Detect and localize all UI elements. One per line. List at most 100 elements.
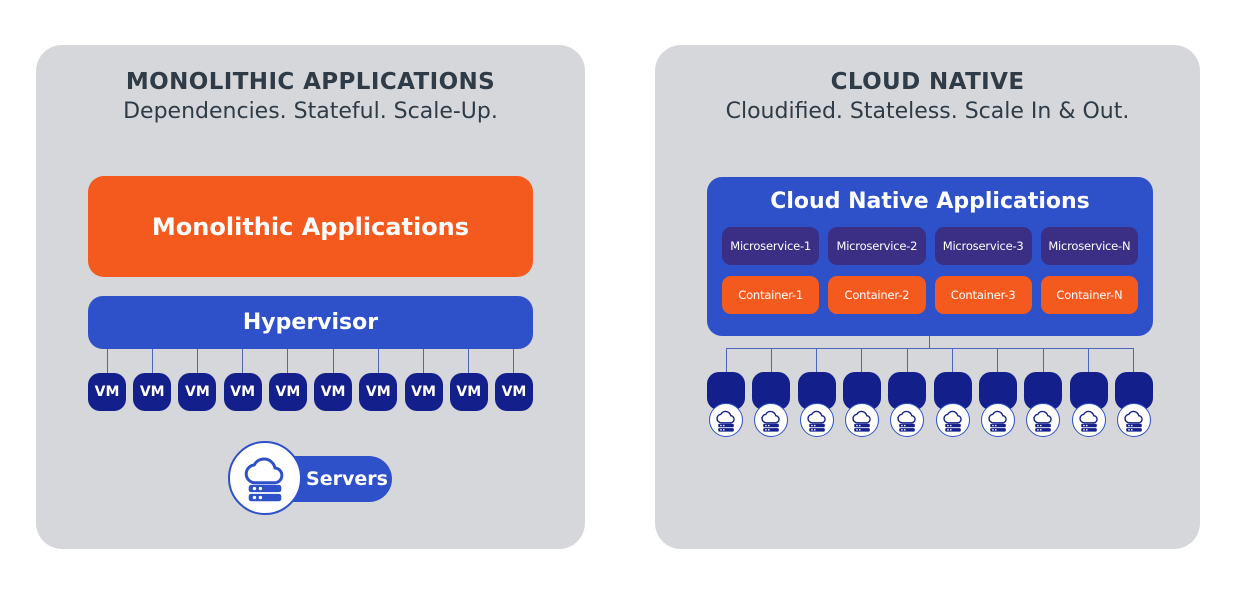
server-node: [752, 348, 791, 438]
vm-label: VM: [230, 384, 256, 400]
server-node: [842, 348, 881, 438]
microservices-row: Microservice-1 Microservice-2 Microservi…: [722, 227, 1138, 265]
cloud-server-icon: [1116, 403, 1151, 437]
connector-line: [816, 348, 818, 372]
server-node: [1024, 348, 1063, 438]
connector-line: [106, 349, 108, 373]
vm-box: VM: [314, 373, 353, 411]
hypervisor-label: Hypervisor: [242, 310, 379, 335]
connector-line: [906, 348, 908, 372]
microservice-box: Microservice-3: [934, 227, 1032, 265]
vm-label: VM: [320, 384, 346, 400]
vm-row: VM VM VM VM VM VM VM: [88, 349, 533, 411]
cloud-server-icon: [844, 403, 879, 437]
monolithic-applications-box: Monolithic Applications: [88, 176, 533, 277]
connector-line: [242, 349, 244, 373]
connector-line: [287, 349, 289, 373]
container-label: Container-2: [844, 288, 910, 302]
server-node: [1069, 348, 1108, 438]
vm-label: VM: [456, 384, 482, 400]
microservice-box: Microservice-2: [828, 227, 926, 265]
vm-node: VM: [88, 349, 126, 411]
connector-line: [929, 336, 930, 348]
vm-box: VM: [359, 373, 398, 411]
container-label: Container-3: [950, 288, 1016, 302]
microservice-box: Microservice-1: [722, 227, 820, 265]
cloud-server-icon: [1071, 403, 1106, 437]
microservice-box: Microservice-N: [1040, 227, 1138, 265]
server-node: [1114, 348, 1153, 438]
connector-line: [196, 349, 198, 373]
vm-label: VM: [275, 384, 301, 400]
cloud-server-icon: [890, 403, 925, 437]
monolithic-subtitle: Dependencies. Stateful. Scale-Up.: [123, 99, 498, 124]
vm-label: VM: [365, 384, 391, 400]
connector-line: [332, 349, 334, 373]
connector-line: [1042, 348, 1044, 372]
vm-node: VM: [494, 349, 533, 411]
container-box: Container-2: [828, 276, 926, 314]
cloud-server-icon: [754, 403, 789, 437]
connector-line: [423, 349, 425, 373]
server-node: [797, 348, 836, 438]
connector-line: [726, 348, 1134, 349]
container-box: Container-3: [934, 276, 1032, 314]
server-node: [978, 348, 1017, 438]
server-node: [707, 348, 745, 438]
vm-node: VM: [359, 349, 398, 411]
monolithic-title: MONOLITHIC APPLICATIONS: [125, 69, 496, 95]
vm-box: VM: [404, 373, 443, 411]
vm-box: VM: [449, 373, 488, 411]
cloud-native-subtitle: Cloudified. Stateless. Scale In & Out.: [725, 99, 1130, 124]
vm-node: VM: [404, 349, 443, 411]
connector-line: [1088, 348, 1090, 372]
vm-box: VM: [133, 373, 172, 411]
cloud-native-title: CLOUD NATIVE: [830, 69, 1025, 95]
cloud-native-applications-label: Cloud Native Applications: [770, 189, 1090, 214]
container-label: Container-1: [738, 288, 803, 302]
connector-line: [151, 349, 153, 373]
connector-line: [1133, 348, 1135, 372]
cloud-server-icon: [1026, 403, 1061, 437]
connector-line: [952, 348, 954, 372]
cloud-server-icon: [935, 403, 970, 437]
vm-box: VM: [178, 373, 217, 411]
connector-line: [725, 348, 727, 372]
servers-label: Servers: [306, 468, 388, 490]
monolithic-applications-label: Monolithic Applications: [151, 212, 470, 241]
microservice-label: Microservice-2: [836, 239, 918, 253]
cloud-server-icon: [228, 441, 302, 515]
vm-node: VM: [268, 349, 307, 411]
vm-label: VM: [139, 384, 165, 400]
vm-label: VM: [94, 384, 120, 400]
vm-box: VM: [494, 373, 533, 411]
microservice-label: Microservice-1: [730, 239, 812, 253]
connector-line: [770, 348, 772, 372]
connector-line: [861, 348, 863, 372]
container-label: Container-N: [1056, 288, 1123, 302]
vm-label: VM: [411, 384, 436, 400]
vm-node: VM: [133, 349, 172, 411]
vm-box: VM: [223, 373, 262, 411]
cloud-server-icon: [980, 403, 1015, 437]
cloud-server-icon: [799, 403, 834, 437]
connector-line: [468, 349, 470, 373]
container-box: Container-N: [1040, 276, 1138, 314]
cloud-native-applications-box: Cloud Native Applications Microservice-1…: [707, 177, 1153, 336]
containers-row: Container-1 Container-2 Container-3 Cont…: [722, 276, 1138, 314]
vm-label: VM: [501, 384, 527, 400]
vm-node: VM: [223, 349, 262, 411]
hypervisor-box: Hypervisor: [88, 296, 533, 349]
cloud-server-icon: [709, 403, 743, 437]
connector-line: [377, 349, 379, 373]
vm-node: VM: [449, 349, 488, 411]
vm-label: VM: [185, 384, 210, 400]
server-node: [888, 348, 927, 438]
server-node-row: [707, 348, 1153, 438]
monolithic-panel: MONOLITHIC APPLICATIONS Dependencies. St…: [36, 45, 585, 549]
connector-line: [513, 349, 515, 373]
container-box: Container-1: [722, 276, 820, 314]
connector-line: [997, 348, 999, 372]
cloud-native-panel: CLOUD NATIVE Cloudified. Stateless. Scal…: [655, 45, 1200, 549]
